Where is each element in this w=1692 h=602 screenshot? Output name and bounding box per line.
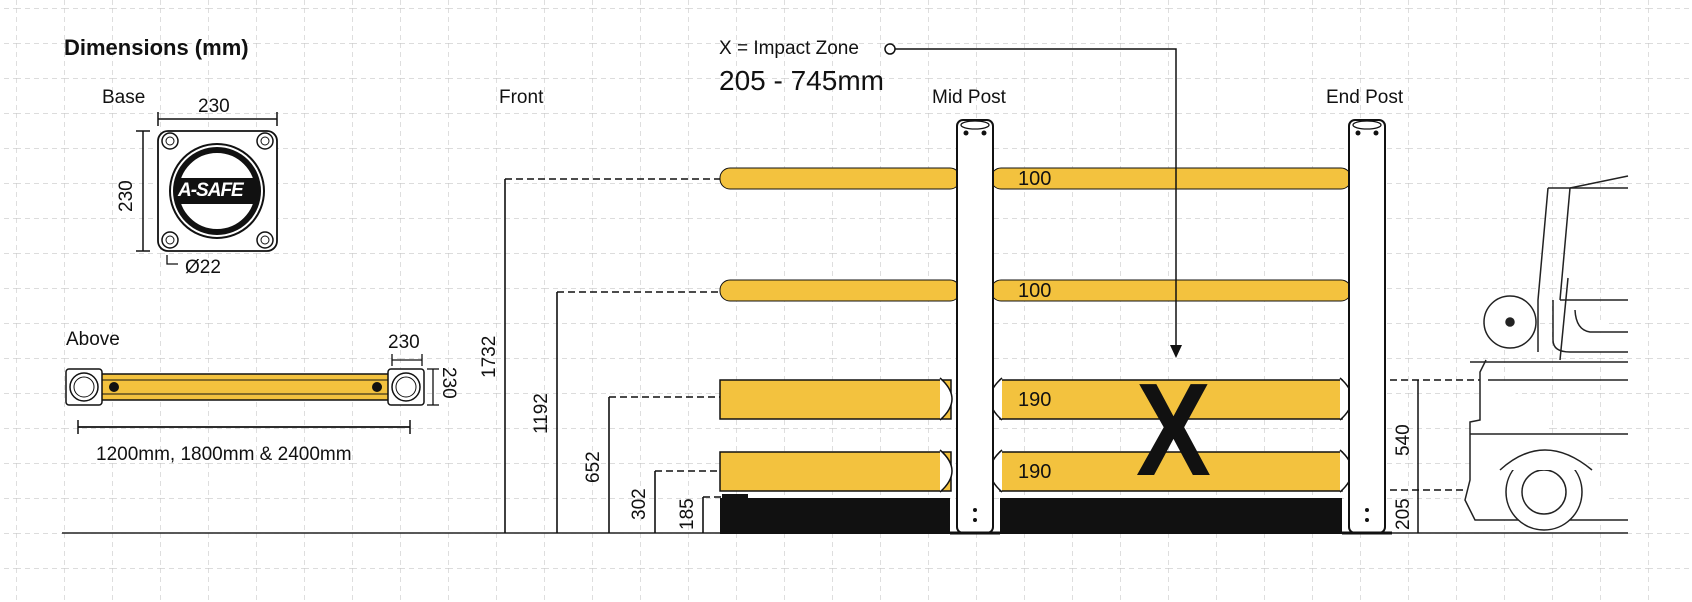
base-plate [136, 112, 278, 265]
rail-lengths: 1200mm, 1800mm & 2400mm [96, 444, 352, 465]
rail-third [719, 377, 1353, 421]
impact-top-height: 540 [1393, 424, 1414, 456]
front-label: Front [499, 87, 544, 108]
height-dimension-lines [504, 178, 725, 533]
rail-fourth-height: 190 [1018, 461, 1052, 483]
rail-top [719, 167, 1352, 190]
mid-post-label: Mid Post [932, 87, 1006, 108]
mid-post [950, 119, 1000, 535]
base-label: Base [102, 87, 146, 108]
rail-third-height: 190 [1018, 389, 1052, 411]
above-post-size: 230 [388, 332, 420, 353]
base-height-dimension: 230 [116, 180, 137, 212]
height-652: 652 [583, 451, 604, 483]
impact-zone-marker: X [1136, 356, 1211, 503]
kerb-base-left [720, 498, 950, 534]
above-post-depth: 230 [438, 367, 459, 399]
above-view [65, 354, 439, 434]
asafe-logo: A-SAFE [178, 180, 244, 201]
height-1732: 1732 [479, 335, 500, 378]
rail-second [719, 279, 1352, 302]
base-hole-diameter: Ø22 [185, 257, 221, 278]
rail-top-height: 100 [1018, 168, 1052, 190]
impact-zone-dims [1390, 379, 1480, 533]
impact-bottom-height: 205 [1393, 498, 1414, 530]
impact-leader-line [884, 43, 1182, 358]
end-post [1342, 119, 1392, 535]
rail-fourth [719, 449, 1353, 493]
impact-zone-range: 205 - 745mm [719, 65, 884, 96]
rail-second-height: 100 [1018, 280, 1052, 302]
height-185: 185 [677, 498, 698, 530]
base-width-dimension: 230 [198, 96, 230, 117]
impact-zone-legend: X = Impact Zone [719, 38, 859, 59]
above-label: Above [66, 329, 120, 350]
height-1192: 1192 [531, 393, 552, 434]
diagram-title: Dimensions (mm) [64, 35, 249, 60]
forklift-illustration [1464, 175, 1629, 531]
kerb-base-right [1000, 498, 1342, 534]
end-post-label: End Post [1326, 87, 1404, 108]
height-302: 302 [629, 488, 650, 520]
